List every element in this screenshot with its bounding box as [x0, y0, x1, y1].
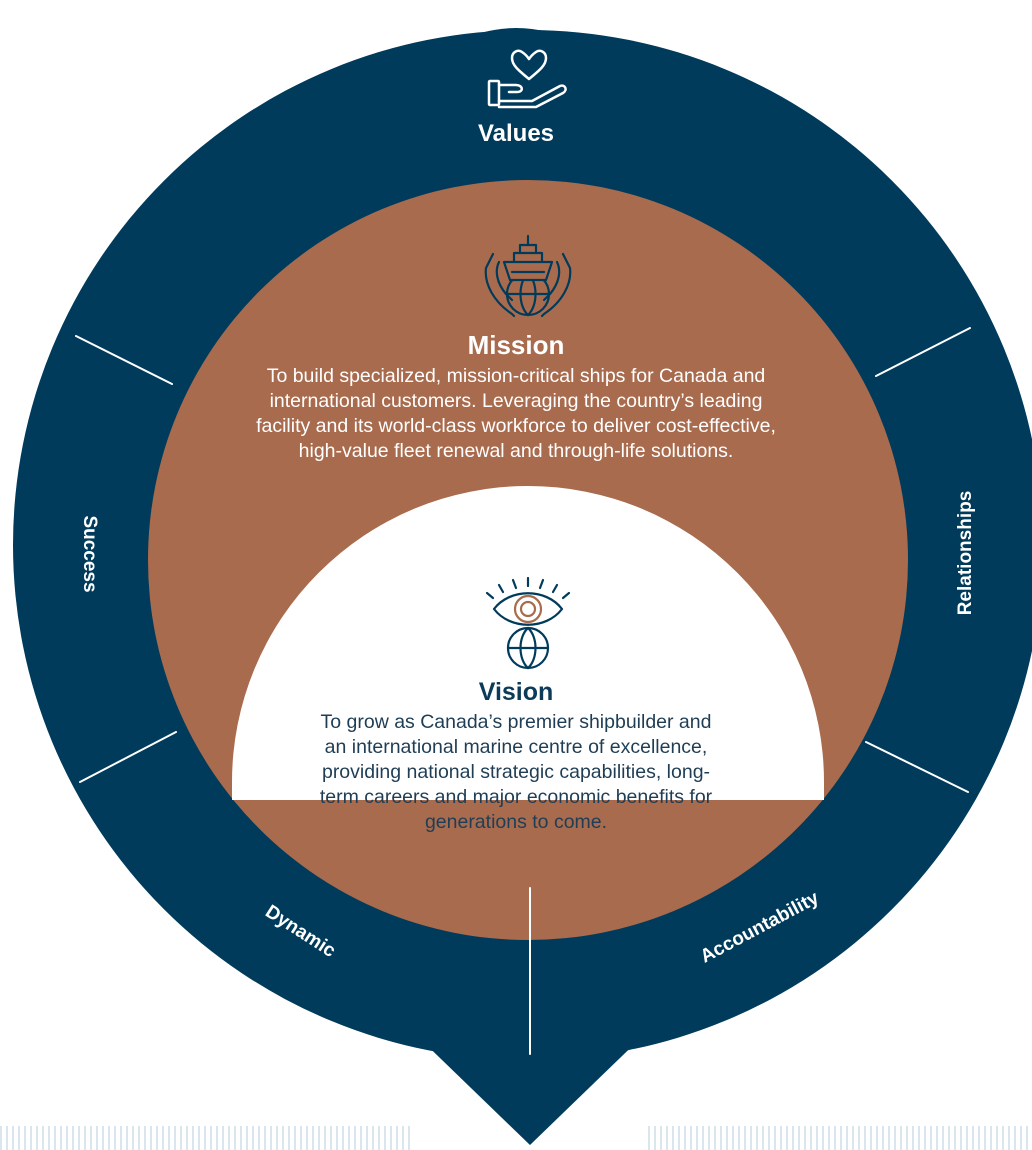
value-label-relationships: Relationships — [955, 490, 976, 616]
vision-title: Vision — [478, 678, 554, 706]
vision-statement: To grow as Canada’s premier shipbuilder … — [319, 711, 713, 833]
vision-arch — [232, 486, 824, 800]
ship-in-hands-icon — [484, 234, 572, 318]
ring-dividers — [75, 327, 971, 1055]
mission-statement: To build specialized, mission-critical s… — [256, 365, 776, 462]
value-label-success: Success — [79, 515, 100, 593]
hand-heart-icon — [487, 49, 567, 109]
stripe-band-right — [644, 1126, 1032, 1150]
values-title: Values — [477, 120, 555, 147]
stripe-band-left — [0, 1126, 410, 1150]
eye-globe-icon — [485, 576, 571, 670]
mission-title: Mission — [467, 330, 565, 360]
